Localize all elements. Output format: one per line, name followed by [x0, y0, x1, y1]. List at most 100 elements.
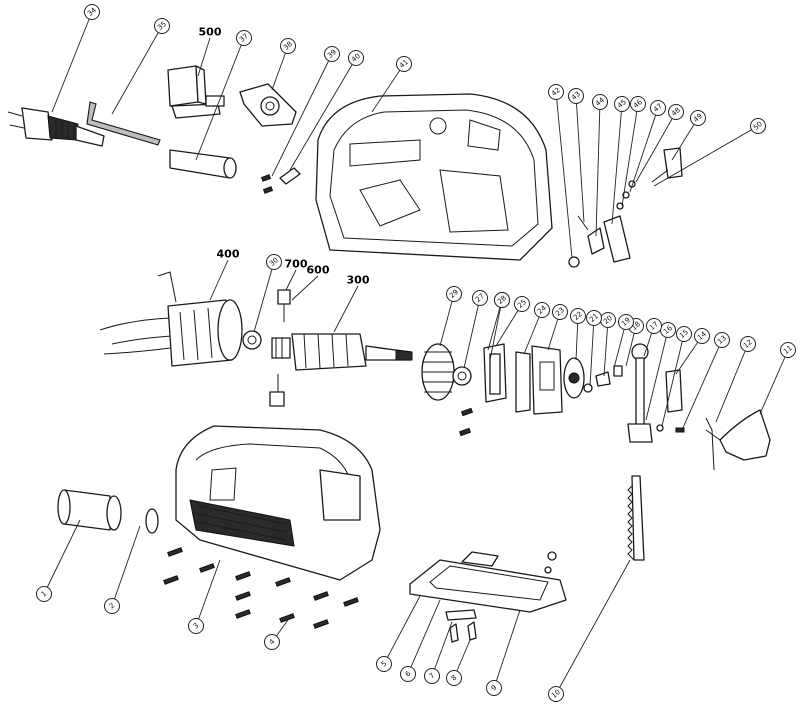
callout-number-28: 28: [496, 294, 508, 306]
callout-number-43: 43: [570, 90, 582, 102]
callout-number-5: 5: [380, 659, 389, 668]
callout-circle-39: [324, 46, 340, 62]
callout-number-45: 45: [616, 98, 628, 110]
callout-number-39: 39: [326, 48, 338, 60]
callout-number-6: 6: [404, 669, 413, 678]
callout-circle-41: [396, 56, 412, 72]
callout-circle-35: [154, 18, 170, 34]
leader-line-1: [43, 519, 81, 595]
leader-line-48: [635, 111, 677, 183]
assembly-label-400: 400: [217, 248, 240, 261]
callout-circle-9: [486, 680, 502, 696]
callout-circle-50: [750, 118, 766, 134]
callout-number-3: 3: [192, 621, 201, 630]
assembly-leader-300: [333, 285, 359, 333]
housing-screws: [163, 547, 359, 629]
callout-circle-21: [586, 310, 602, 326]
callout-number-23: 23: [554, 306, 566, 318]
leader-line-43: [575, 95, 585, 223]
base-plate: [409, 551, 567, 643]
callout-number-47: 47: [652, 102, 664, 114]
callout-circle-48: [668, 104, 684, 120]
callout-circle-47: [650, 100, 666, 116]
leader-line-39: [271, 53, 333, 177]
callout-circle-23: [552, 304, 568, 320]
leader-line-21: [589, 317, 595, 387]
callout-circle-7: [424, 668, 440, 684]
saw-blade: [627, 475, 645, 561]
callout-number-18: 18: [630, 320, 642, 332]
callout-number-20: 20: [602, 314, 614, 326]
callout-circle-46: [630, 96, 646, 112]
leader-line-49: [671, 117, 699, 161]
callout-circle-38: [280, 38, 296, 54]
leader-line-26: [487, 299, 503, 351]
callout-circle-22: [570, 308, 586, 324]
leader-line-41: [371, 63, 405, 113]
callout-number-42: 42: [550, 86, 562, 98]
callout-circle-8: [446, 670, 462, 686]
callout-circle-19: [618, 314, 634, 330]
callout-number-49: 49: [692, 112, 704, 124]
assembly-label-300: 300: [347, 274, 370, 287]
callout-number-21: 21: [588, 312, 600, 324]
callout-circle-45: [614, 96, 630, 112]
callout-number-12: 12: [742, 338, 754, 350]
assembly-leader-600: [291, 275, 319, 301]
callout-number-17: 17: [648, 320, 660, 332]
leader-line-3: [195, 559, 221, 627]
callout-circle-2: [104, 598, 120, 614]
callout-circle-5: [376, 656, 392, 672]
reduction-gear: [563, 357, 623, 399]
leader-line-37: [195, 37, 245, 161]
callout-number-15: 15: [678, 328, 690, 340]
callout-circle-3: [188, 618, 204, 634]
leader-line-46: [621, 103, 639, 207]
callout-number-40: 40: [350, 52, 362, 64]
leader-line-42: [555, 91, 573, 259]
carbon-brushes: [269, 289, 291, 407]
callout-circle-42: [548, 84, 564, 100]
callout-circle-28: [494, 292, 510, 308]
callout-circle-15: [676, 326, 692, 342]
armature: [271, 333, 413, 371]
leader-line-45: [611, 103, 623, 225]
assembly-leader-500: [197, 37, 211, 77]
callout-circle-40: [348, 50, 364, 66]
leader-line-44: [595, 101, 601, 237]
leader-line-34: [51, 11, 93, 113]
assembly-leader-700: [285, 269, 297, 291]
leader-line-9: [493, 609, 521, 689]
callout-circle-24: [534, 302, 550, 318]
leader-line-28: [489, 299, 503, 361]
callout-circle-44: [592, 94, 608, 110]
callout-circle-43: [568, 88, 584, 104]
callout-number-4: 4: [268, 637, 277, 646]
speed-control-bracket: [239, 83, 297, 127]
callout-number-7: 7: [428, 671, 437, 680]
callout-number-48: 48: [670, 106, 682, 118]
small-screws: [260, 167, 301, 194]
leader-line-47: [629, 107, 659, 193]
callout-circle-11: [780, 342, 796, 358]
callout-number-10: 10: [550, 688, 562, 700]
leader-line-20: [603, 319, 609, 377]
plunger-assembly: [627, 343, 685, 443]
callout-number-27: 27: [474, 292, 486, 304]
callout-circle-6: [400, 666, 416, 682]
callout-number-50: 50: [752, 120, 764, 132]
callout-number-22: 22: [572, 310, 584, 322]
callout-number-9: 9: [490, 683, 499, 692]
callout-circle-37: [236, 30, 252, 46]
leader-line-29: [439, 293, 455, 347]
assembly-label-500: 500: [199, 26, 222, 39]
callout-number-41: 41: [398, 58, 410, 70]
leader-line-50: [653, 125, 759, 187]
leader-line-13: [681, 339, 723, 431]
leader-line-11: [759, 349, 789, 415]
leader-line-12: [715, 343, 749, 423]
leader-line-40: [289, 57, 357, 171]
leader-line-35: [111, 25, 163, 115]
